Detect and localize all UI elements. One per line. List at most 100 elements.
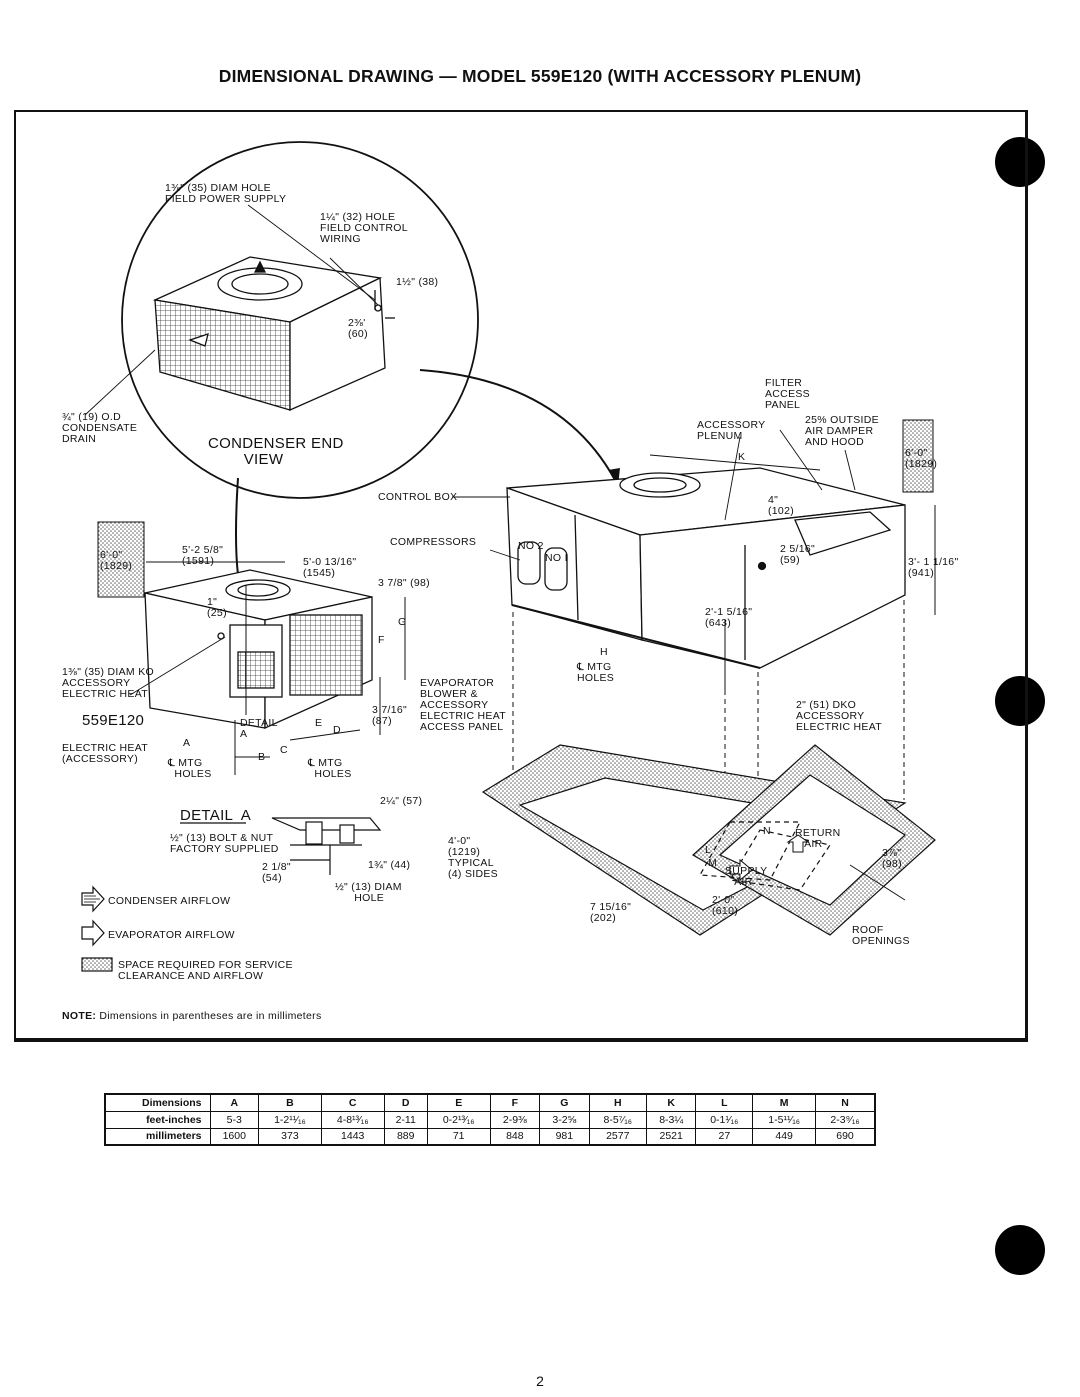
table-cell: 449: [752, 1127, 817, 1146]
label-dim-643: 2'-1 5/16" (643): [705, 606, 753, 629]
label-dim-e: E: [315, 717, 323, 729]
table-cell: 8-5⁷⁄₁₆: [588, 1110, 647, 1129]
table-cell: 8-3¼: [645, 1110, 697, 1129]
label-filter-access-panel: FILTER ACCESS PANEL: [765, 377, 810, 411]
main-unit-iso: [506, 467, 906, 669]
label-roof-openings: ROOF OPENINGS: [852, 924, 910, 947]
left-unit-dimensions: [146, 561, 406, 775]
label-supply-air: SUPPLY AIR: [725, 865, 768, 888]
label-dim-d: D: [333, 724, 341, 736]
label-return-air: RETURN AIR: [795, 827, 841, 850]
label-clearance-right: 6'-0" (1829): [905, 447, 938, 470]
page-title: DIMENSIONAL DRAWING — MODEL 559E120 (WIT…: [218, 66, 862, 86]
legend-condenser-airflow: CONDENSER AIRFLOW: [108, 895, 231, 907]
table-header: D: [383, 1093, 428, 1112]
label-dim-87: 3 7/16" (87): [372, 704, 408, 727]
table-header: A: [209, 1093, 260, 1112]
label-compressor-no2: NO 2: [518, 540, 544, 552]
table-cell: 2-3⁹⁄₁₆: [815, 1110, 876, 1129]
punch-hole-top: [995, 137, 1045, 187]
label-dim-57: 2¼" (57): [380, 795, 423, 807]
label-dim-44: 1¾" (44): [368, 859, 411, 871]
table-cell: 27: [695, 1127, 754, 1146]
table-cell: 690: [815, 1127, 876, 1146]
table-cell: 3-2⅝: [539, 1110, 590, 1129]
table-header: K: [645, 1093, 697, 1112]
table-header: Dimensions: [104, 1093, 211, 1112]
label-model: 559E120: [82, 712, 145, 729]
label-dko-electric-heat: 2" (51) DKO ACCESSORY ELECTRIC HEAT: [796, 699, 882, 733]
label-mtg-holes-left: ℄ MTG HOLES: [168, 757, 212, 780]
roof-curb: [481, 744, 936, 936]
table-header: F: [489, 1093, 541, 1112]
label-dim-4in: 4" (102): [768, 494, 795, 517]
leader-lines: [84, 204, 906, 901]
table-cell: 2-9⅜: [489, 1110, 541, 1129]
table-cell: 1-2¹¹⁄₁₆: [258, 1110, 322, 1129]
label-compressor-no1: NO I: [545, 552, 568, 564]
label-ko-electric-heat: 1⅜" (35) DIAM KO ACCESSORY ELECTRIC HEAT: [62, 666, 154, 700]
legend-evaporator-airflow: EVAPORATOR AIRFLOW: [108, 929, 235, 941]
table-cell: 2-11: [383, 1110, 428, 1129]
left-unit-iso: [144, 569, 373, 730]
label-mtg-holes-right: ℄ MTG HOLES: [577, 661, 615, 684]
table-header-row: Dimensions A B C D E F G H K L M N: [104, 1093, 876, 1112]
legend-service-space: SPACE REQUIRED FOR SERVICE CLEARANCE AND…: [118, 959, 293, 982]
punch-hole-middle: [995, 676, 1045, 726]
label-dim-59: 2 5/16" (59): [780, 543, 816, 566]
note-heading: NOTE:: [62, 1010, 97, 1022]
table-row-header: feet-inches: [104, 1110, 211, 1129]
label-dim-n: N: [763, 825, 771, 837]
table-header: E: [426, 1093, 491, 1112]
label-control-box: CONTROL BOX: [378, 491, 458, 503]
label-mtg-holes-middle: ℄ MTG HOLES: [308, 757, 352, 780]
label-dim-c: C: [280, 744, 288, 756]
table-header: N: [815, 1093, 876, 1112]
label-dim-b: B: [258, 751, 266, 763]
table-header: B: [258, 1093, 322, 1112]
label-compressors: COMPRESSORS: [390, 536, 477, 548]
dimensions-table: Dimensions A B C D E F G H K L M N feet-…: [104, 1093, 876, 1146]
label-dim-h: H: [600, 646, 608, 658]
view-leader-line: [235, 477, 239, 576]
table-cell: 71: [426, 1127, 491, 1146]
label-dim-610: 2'-0" (610): [712, 894, 739, 917]
table-cell: 889: [383, 1127, 428, 1146]
table-header: H: [588, 1093, 647, 1112]
legend-icons: [81, 885, 113, 972]
label-dim-38: 1½" (38): [396, 276, 439, 288]
table-cell: 1-5¹¹⁄₁₆: [752, 1110, 817, 1129]
label-dim-25: 1" (25): [207, 596, 227, 619]
table-header: G: [539, 1093, 590, 1112]
label-bolt-nut: ½" (13) BOLT & NUT FACTORY SUPPLIED: [170, 832, 279, 855]
table-cell: 4-8¹³⁄₁₆: [320, 1110, 385, 1129]
table-header: L: [695, 1093, 754, 1112]
condenser-end-view: [121, 141, 479, 499]
label-condenser-end-view: CONDENSER END VIEW: [208, 435, 344, 468]
detail-a-drawing: [180, 817, 382, 875]
table-cell: 981: [539, 1127, 590, 1146]
table-row: millimeters 1600 373 1443 889 71 848 981…: [104, 1127, 876, 1146]
punch-hole-bottom: [995, 1225, 1045, 1275]
table-cell: 373: [258, 1127, 322, 1146]
table-cell: 1443: [320, 1127, 385, 1146]
label-curb-typical: 4'-0" (1219) TYPICAL (4) SIDES: [448, 835, 498, 880]
label-clearance-left: 6'-0" (1829): [100, 549, 133, 572]
label-dim-g: G: [398, 616, 407, 628]
table-cell: 0-1¹⁄₁₆: [695, 1110, 754, 1129]
table-cell: 2521: [645, 1127, 697, 1146]
table-cell: 2577: [588, 1127, 647, 1146]
label-power-supply-hole: 1⅜" (35) DIAM HOLE FIELD POWER SUPPLY: [165, 182, 287, 205]
label-dim-13: ½" (13) DIAM HOLE: [335, 881, 402, 904]
label-accessory-plenum: ACCESSORY PLENUM: [697, 419, 766, 442]
label-electric-heat-accessory: ELECTRIC HEAT (ACCESSORY): [62, 742, 148, 765]
note: NOTE: Dimensions in parentheses are in m…: [62, 1011, 322, 1022]
clearance-block-left: [97, 521, 145, 598]
table-cell: 5-3: [209, 1110, 260, 1129]
label-outside-air-damper: 25% OUTSIDE AIR DAMPER AND HOOD: [805, 414, 879, 448]
label-evaporator-blower: EVAPORATOR BLOWER & ACCESSORY ELECTRIC H…: [420, 677, 506, 733]
label-dim-a: A: [183, 737, 191, 749]
label-dim-l: L: [705, 844, 712, 856]
clearance-block-right: [902, 419, 934, 493]
